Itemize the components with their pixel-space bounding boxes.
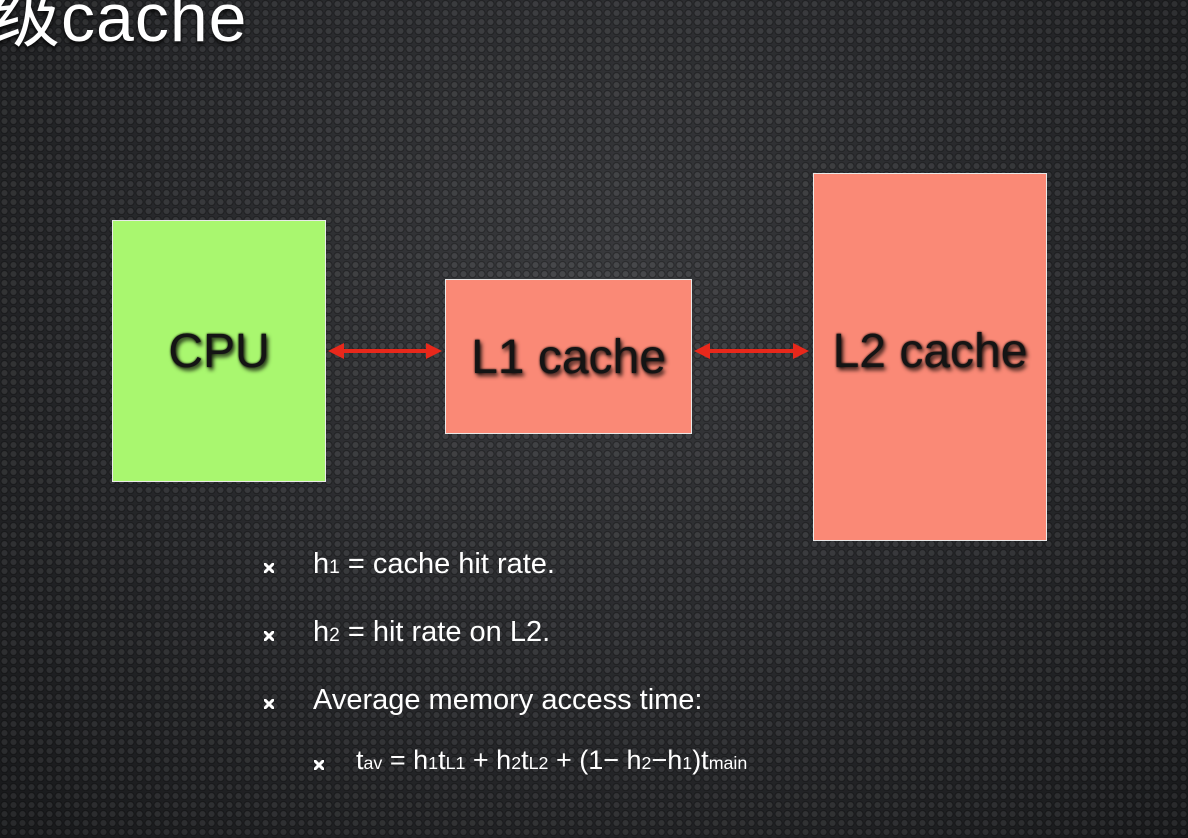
- average-access-time-text: Average memory access time:: [313, 684, 703, 716]
- formula-part: )t: [692, 745, 709, 775]
- formula-part: t: [356, 745, 364, 775]
- cpu-label: CPU: [168, 324, 270, 378]
- formula-part: t: [438, 745, 446, 775]
- formula-part: = h: [382, 745, 429, 775]
- bullet-marker-icon: [264, 699, 274, 709]
- formula-part: + h: [465, 745, 512, 775]
- formula-part: −h: [651, 745, 683, 775]
- cpu-box: CPU: [112, 220, 326, 482]
- bullet-marker-icon: [264, 563, 274, 573]
- l1-cache-label: L1 cache: [471, 331, 666, 384]
- h1-var: h: [313, 548, 330, 580]
- l1-l2-arrow: [694, 343, 809, 359]
- h1-text: = cache hit rate.: [339, 548, 555, 580]
- slide-title: 级cache: [0, 0, 248, 56]
- h2-text: = hit rate on L2.: [339, 616, 551, 648]
- formula-part: + (1− h: [548, 745, 642, 775]
- l1-cache-box: L1 cache: [445, 279, 692, 434]
- bullet-marker-icon: [314, 760, 324, 770]
- bullet-average-access-time: Average memory access time:: [313, 684, 703, 717]
- cpu-l1-arrow: [328, 343, 442, 359]
- formula-part: t: [521, 745, 529, 775]
- l2-cache-label: L2 cache: [832, 324, 1028, 378]
- l2-cache-box: L2 cache: [813, 173, 1047, 541]
- h2-var: h: [313, 616, 330, 648]
- bullet-marker-icon: [264, 631, 274, 641]
